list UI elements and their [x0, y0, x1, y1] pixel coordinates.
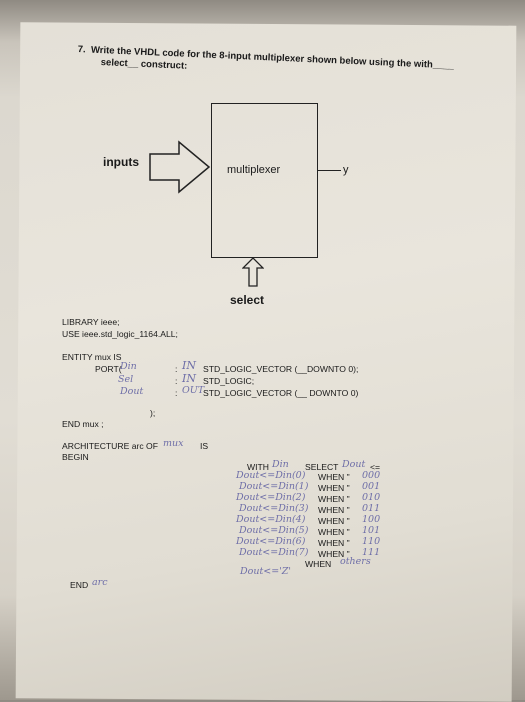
- hw-row-code: 001: [362, 481, 381, 492]
- code-when: WHEN ": [318, 549, 350, 559]
- code-port1-type: STD_LOGIC_VECTOR (__DOWNTO 0);: [203, 364, 359, 374]
- hw-dir-out: OUT: [182, 385, 205, 396]
- code-use: USE ieee.std_logic_1164.ALL;: [62, 329, 178, 339]
- hw-row-code: 011: [362, 503, 381, 514]
- code-end-mux: END mux ;: [62, 419, 104, 429]
- inputs-label: inputs: [103, 155, 139, 169]
- hw-row-code: 101: [362, 525, 381, 536]
- code-when: WHEN ": [318, 538, 350, 548]
- code-last-when: WHEN: [305, 559, 332, 569]
- select-label: select: [230, 293, 265, 307]
- input-arrow-icon: [149, 140, 211, 194]
- code-when: WHEN ": [318, 505, 350, 515]
- hw-dir-in-2: IN: [182, 372, 196, 385]
- colon-1: :: [175, 364, 183, 374]
- code-when: WHEN ": [318, 527, 350, 537]
- output-y-label: y: [343, 164, 349, 176]
- code-port2-type: STD_LOGIC;: [203, 376, 255, 386]
- colon-2: :: [175, 376, 183, 386]
- code-library: LIBRARY ieee;: [62, 317, 120, 327]
- code-with: WITH: [247, 462, 269, 472]
- hw-row-assign: Dout<=Din(4): [236, 514, 306, 525]
- select-arrow-icon: [242, 257, 264, 287]
- hw-row-assign: Dout<=Din(6): [236, 536, 306, 547]
- code-when: WHEN ": [318, 472, 350, 482]
- code-select: SELECT: [305, 462, 339, 472]
- code-entity: ENTITY mux IS: [62, 352, 122, 362]
- hw-row-code: 100: [362, 514, 381, 525]
- code-assign: <=: [370, 462, 381, 472]
- code-when: WHEN ": [318, 483, 350, 493]
- multiplexer-label: multiplexer: [227, 164, 281, 176]
- code-when: WHEN ": [318, 516, 350, 526]
- code-end: END: [70, 580, 89, 590]
- hw-row-assign: Dout<=Din(1): [239, 481, 309, 492]
- hw-row-code: 110: [362, 536, 381, 547]
- code-when: WHEN ": [318, 494, 350, 504]
- code-arch-is: IS: [200, 441, 209, 451]
- hw-port-dout: Dout: [120, 386, 144, 397]
- multiplexer-box: [211, 103, 318, 258]
- hw-row-code: 010: [362, 492, 381, 503]
- hw-row-code: 111: [362, 547, 381, 558]
- hw-row-assign: Dout<=Din(0): [236, 470, 306, 481]
- code-port3-type: STD_LOGIC_VECTOR (__ DOWNTO 0): [203, 388, 359, 398]
- hw-row-assign: Dout<=Din(3): [239, 503, 309, 514]
- hw-row-code: 000: [362, 470, 381, 481]
- code-port-close: );: [150, 408, 156, 418]
- hw-final-line: Dout<='Z': [240, 566, 292, 577]
- hw-port-din: Din: [120, 361, 137, 372]
- hw-sel-name: Din: [272, 459, 289, 470]
- hw-port-sel: Sel: [118, 374, 134, 385]
- code-begin: BEGIN: [62, 452, 89, 462]
- hw-row-assign: Dout<=Din(7): [239, 547, 309, 558]
- hw-row-assign: Dout<=Din(2): [236, 492, 306, 503]
- hw-dir-in-1: IN: [182, 359, 196, 372]
- hw-others: others: [340, 556, 371, 567]
- colon-3: :: [175, 388, 183, 398]
- code-architecture: ARCHITECTURE arc OF: [62, 441, 158, 451]
- hw-arch-name: mux: [163, 438, 184, 449]
- hw-end-name: arc: [92, 577, 108, 588]
- hw-target: Dout: [342, 459, 366, 470]
- code-port: PORT(: [95, 364, 122, 374]
- output-line: [317, 170, 341, 171]
- hw-row-assign: Dout<=Din(5): [239, 525, 309, 536]
